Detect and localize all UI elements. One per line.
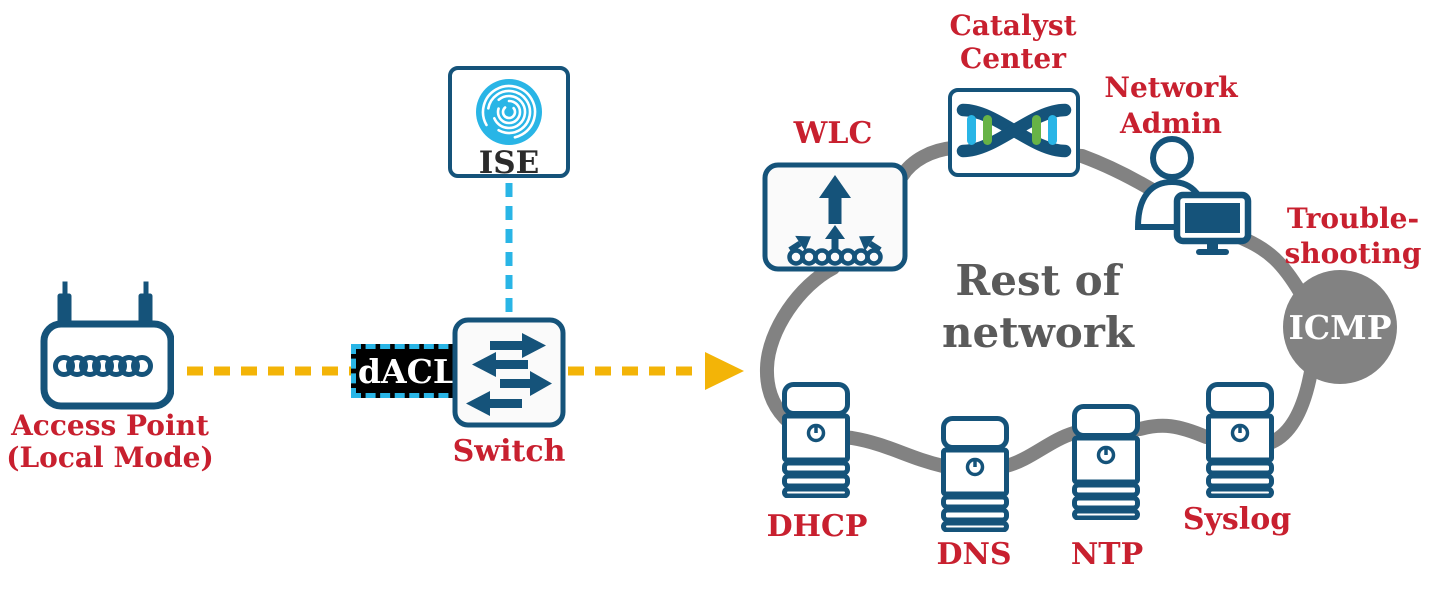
power-icon bbox=[806, 423, 826, 443]
network-admin-label: Network Admin bbox=[1104, 71, 1238, 140]
syslog-server-icon bbox=[1206, 382, 1274, 498]
wlc-coil bbox=[787, 248, 883, 266]
network-admin-icon bbox=[1134, 136, 1252, 255]
wlc-icon bbox=[762, 162, 908, 272]
power-icon bbox=[965, 457, 985, 477]
power-icon bbox=[1230, 423, 1250, 443]
fingerprint-icon bbox=[476, 79, 542, 145]
person-head bbox=[1150, 136, 1194, 180]
ntp-server-icon bbox=[1072, 404, 1140, 520]
arrowhead-icon bbox=[705, 352, 744, 390]
dacl-label: dACL bbox=[357, 351, 457, 391]
syslog-label: Syslog bbox=[1182, 502, 1292, 537]
dns-server-icon bbox=[941, 416, 1009, 532]
catalyst-center-icon bbox=[948, 88, 1080, 177]
ise-label: ISE bbox=[478, 145, 540, 181]
access-point-label: Access Point (Local Mode) bbox=[6, 409, 214, 474]
catalyst-center-label: Catalyst Center bbox=[949, 9, 1077, 75]
dna-cross-icon bbox=[956, 103, 1072, 158]
troubleshooting-label: Trouble- shooting bbox=[1284, 202, 1422, 270]
dna-bars bbox=[967, 115, 1057, 145]
rest-of-network-label: Rest of network bbox=[941, 256, 1135, 357]
switch-arrows bbox=[466, 333, 552, 416]
wlc-label: WLC bbox=[793, 116, 873, 151]
wlc-arrows bbox=[788, 175, 882, 253]
power-icon bbox=[1096, 445, 1116, 465]
dhcp-label: DHCP bbox=[766, 509, 868, 544]
monitor-icon bbox=[1173, 191, 1252, 255]
access-point-icon bbox=[40, 281, 174, 410]
dns-label: DNS bbox=[936, 537, 1012, 572]
ap-coil bbox=[53, 355, 153, 377]
antenna-left bbox=[57, 293, 72, 326]
dhcp-server-icon bbox=[782, 382, 850, 498]
ntp-label: NTP bbox=[1070, 537, 1144, 572]
ise-node: ISE bbox=[448, 66, 570, 181]
icmp-label: ICMP bbox=[1288, 307, 1392, 347]
switch-icon bbox=[452, 317, 566, 428]
dacl-tag: dACL bbox=[351, 344, 463, 398]
switch-label: Switch bbox=[452, 434, 566, 469]
icmp-circle: ICMP bbox=[1283, 270, 1397, 384]
antenna-right bbox=[138, 293, 153, 326]
